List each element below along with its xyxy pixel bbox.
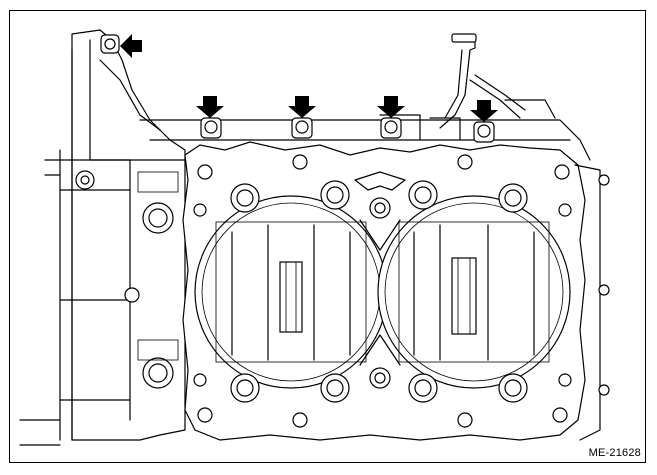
arrow-icon — [470, 100, 498, 122]
arrow-icon — [196, 96, 224, 118]
left-housing — [19, 29, 186, 446]
cylinder-bores — [194, 195, 571, 389]
top-bolts — [100, 34, 495, 143]
top-pipe — [439, 33, 556, 129]
arrow-icon — [120, 34, 142, 58]
arrow-icon — [120, 34, 498, 122]
figure-code: ME-21628 — [588, 447, 641, 459]
arrow-icon — [377, 96, 405, 118]
head-bolt-holes — [193, 154, 572, 428]
arrow-icon — [288, 96, 316, 118]
